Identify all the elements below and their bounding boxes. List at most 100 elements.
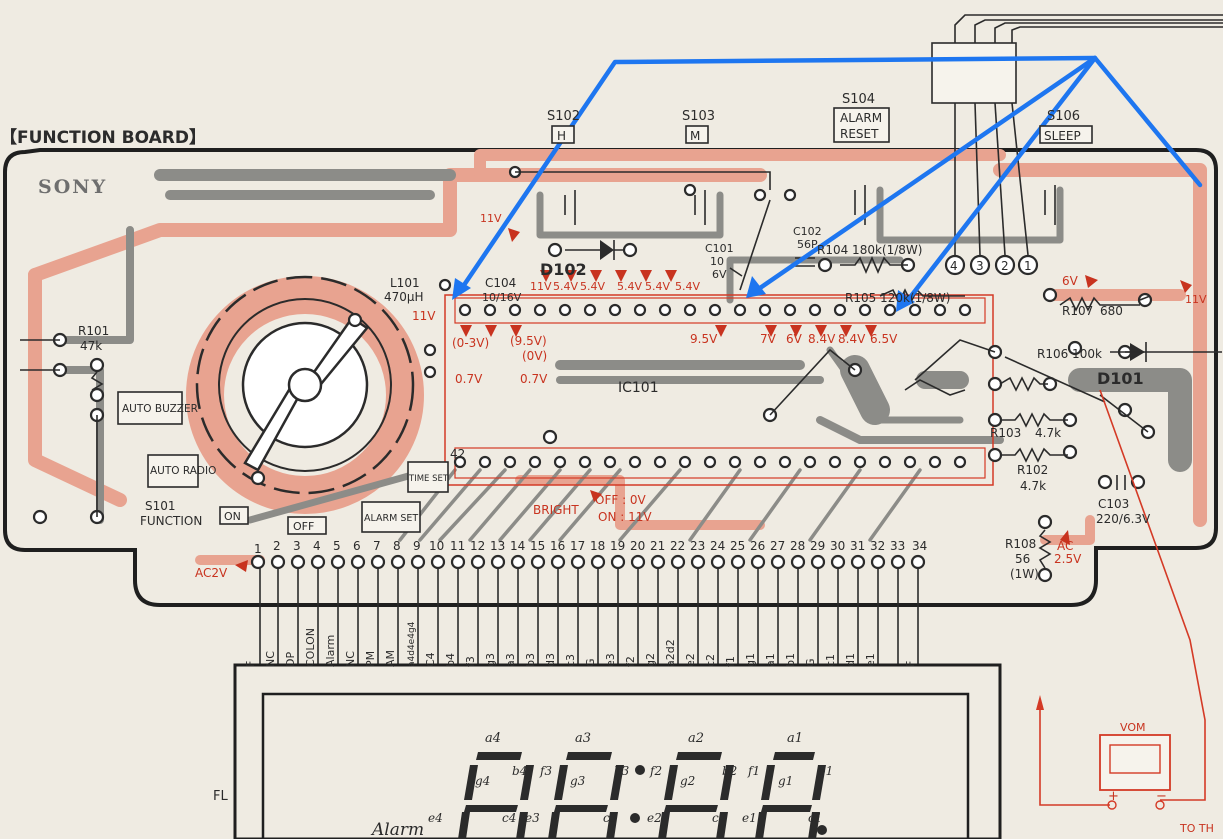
auto-buzzer-label: AUTO BUZZER <box>122 403 198 415</box>
r103-value: 4.7k <box>1035 426 1061 440</box>
signal-15: b3 <box>524 653 537 667</box>
r101-ref: R101 <box>78 324 109 338</box>
seg-f1: f1 <box>747 764 760 778</box>
pin-16: 16 <box>550 539 565 553</box>
r108-value: 56 <box>1015 552 1030 566</box>
voltage-8-4v-2: 8.4V <box>838 332 866 346</box>
vom-label: VOM <box>1120 721 1145 734</box>
signal-14: a3 <box>504 653 517 667</box>
pin-21: 21 <box>650 539 665 553</box>
function-switch-rotor <box>195 275 415 495</box>
signal-31: d1 <box>844 653 857 667</box>
voltage-7v: 7V <box>760 332 777 346</box>
to-th-label: TO TH <box>1179 822 1214 835</box>
r103-ref: R103 <box>990 426 1021 440</box>
voltage-2-5v: 2.5V <box>1054 552 1082 566</box>
pin-9: 9 <box>413 539 421 553</box>
connector-num-2: 2 <box>1001 259 1009 273</box>
seg-c1: c1 <box>808 811 822 825</box>
pin-18: 18 <box>590 539 605 553</box>
pin-26: 26 <box>750 539 765 553</box>
pin-17: 17 <box>570 539 585 553</box>
seg-b2: b2 <box>722 764 737 778</box>
seg-b3: b3 <box>614 764 630 778</box>
seg-g4: g4 <box>475 774 490 788</box>
pin-30: 30 <box>830 539 845 553</box>
r107-ref: R107 <box>1062 304 1093 318</box>
signal-29: G <box>804 658 817 667</box>
signal-24: c2 <box>704 654 717 667</box>
pin-32: 32 <box>870 539 885 553</box>
pin-14: 14 <box>510 539 525 553</box>
blue-arrows <box>452 55 1203 312</box>
signal-32: e1 <box>864 653 877 667</box>
c104-ref: C104 <box>485 276 516 290</box>
off-label: OFF <box>293 520 314 533</box>
pin-22: 22 <box>670 539 685 553</box>
s104-label-line1: ALARM <box>840 111 882 125</box>
signal-1: F <box>244 661 257 667</box>
seg-f2: f2 <box>649 764 662 778</box>
vom-minus: − <box>1156 789 1167 804</box>
signal-26: g1 <box>744 653 757 667</box>
s102-ref: S102 <box>547 109 580 124</box>
pin-4: 4 <box>313 539 321 553</box>
seg-c3: c3 <box>603 811 618 825</box>
pin-12: 12 <box>470 539 485 553</box>
voltage-8-4v-1: 8.4V <box>808 332 836 346</box>
display-module-inner <box>261 692 970 839</box>
c103-ref: C103 <box>1098 497 1129 511</box>
pin-15: 15 <box>530 539 545 553</box>
voltage-11v-upper: 11V <box>480 212 502 225</box>
seg-b4: b4 <box>512 764 527 778</box>
signal-11: b4 <box>444 653 457 667</box>
power-traces <box>28 149 1207 565</box>
pin-31: 31 <box>850 539 865 553</box>
pin-3: 3 <box>293 539 301 553</box>
signal-22: a2d2 <box>664 639 677 667</box>
s104-label-line2: RESET <box>840 127 879 141</box>
test-leads <box>1036 389 1206 806</box>
voltage-6v-r107: 6V <box>1062 274 1079 288</box>
pin-29: 29 <box>810 539 825 553</box>
s101-ref: S101 <box>145 499 176 513</box>
signal-12: f3 <box>464 656 477 667</box>
r102-value: 4.7k <box>1020 479 1046 493</box>
d102-diode-symbol <box>565 240 625 260</box>
seg-f3: f3 <box>539 764 552 778</box>
display-module-outer <box>233 663 1002 839</box>
voltage-5-4v-1: 5.4V <box>553 280 578 293</box>
signal-30: c1 <box>824 654 837 667</box>
voltage-9-5v: 9.5V <box>690 332 718 346</box>
pin-28: 28 <box>790 539 805 553</box>
voltage-6v: 6V <box>786 332 803 346</box>
pin-11: 11 <box>450 539 465 553</box>
seg-e1: e1 <box>742 811 757 825</box>
voltage-11v-edge: 11V <box>1185 293 1207 306</box>
r106-label: R106 100k <box>1037 347 1102 361</box>
top-connector <box>931 14 1223 256</box>
signal-4: COLON <box>304 628 317 667</box>
voltage-ac-label: AC <box>1057 539 1073 553</box>
connector-num-4: 4 <box>950 259 958 273</box>
signal-27: a1 <box>764 653 777 667</box>
c102-value: 56P <box>797 238 818 251</box>
bright-label: BRIGHT <box>533 503 579 517</box>
signal-18: G <box>584 658 597 667</box>
signal-5: Alarm <box>324 635 337 667</box>
pin-25: 25 <box>730 539 745 553</box>
auto-radio-label: AUTO RADIO <box>150 465 216 477</box>
seg-e2: e2 <box>647 811 662 825</box>
connector-num-1: 1 <box>1024 259 1032 273</box>
seg-c4: c4 <box>502 811 516 825</box>
c104-value: 10/16V <box>482 291 522 304</box>
seg-g2: g2 <box>680 774 695 788</box>
s106-ref: S106 <box>1047 109 1080 124</box>
signal-21: g2 <box>644 653 657 667</box>
voltage-5-4v-5: 5.4V <box>675 280 700 293</box>
sony-logo: SONY <box>38 176 107 198</box>
signal-10: C4 <box>424 652 437 667</box>
seg-g1: g1 <box>778 774 793 788</box>
signal-33: F <box>904 661 917 667</box>
ic101-pin-row-top <box>454 297 986 324</box>
